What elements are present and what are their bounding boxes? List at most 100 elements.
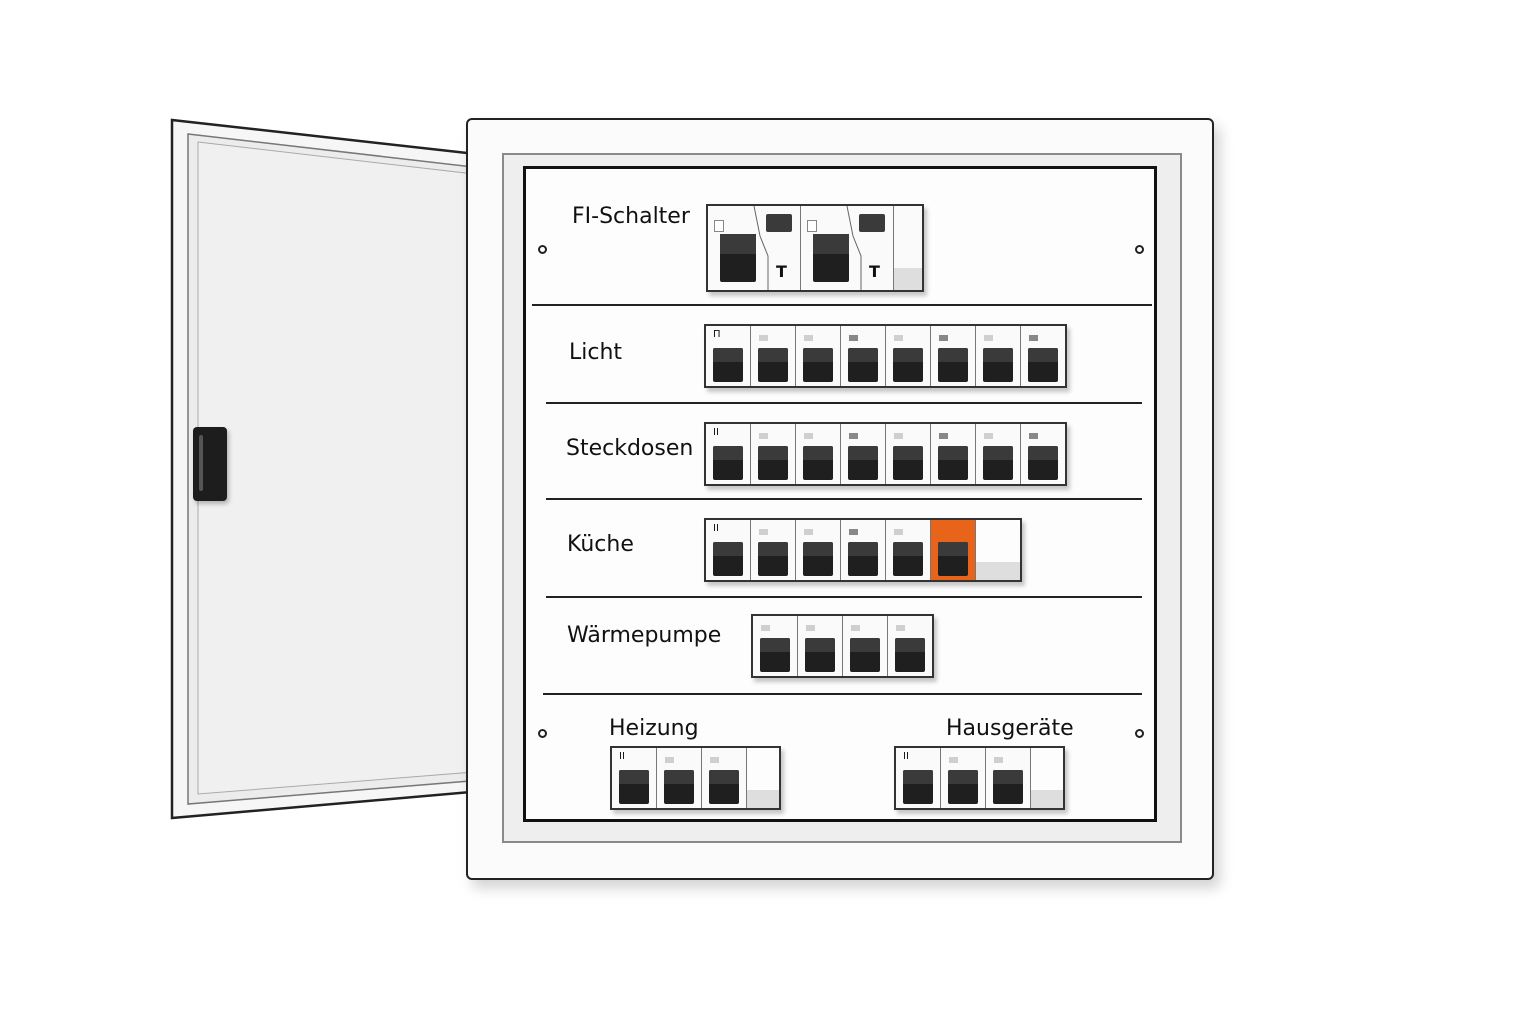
blank-cover (976, 520, 1020, 580)
breaker-toggle[interactable] (805, 638, 835, 672)
breaker-toggle[interactable] (760, 638, 790, 672)
rcd-indicator (766, 214, 792, 232)
breaker-mark: II (713, 427, 719, 438)
breaker-toggle[interactable] (938, 348, 968, 382)
breaker[interactable] (931, 326, 976, 386)
rcd-lever[interactable] (813, 234, 849, 282)
breaker-mark: II (713, 523, 719, 534)
screw (1135, 245, 1144, 254)
breaker-toggle[interactable] (903, 770, 933, 804)
breaker-toggle[interactable] (893, 542, 923, 576)
breaker-toggle[interactable] (848, 542, 878, 576)
breaker[interactable] (798, 616, 843, 676)
breaker-toggle[interactable] (848, 446, 878, 480)
kueche-breaker-row: II (704, 518, 1022, 582)
breaker[interactable] (1021, 424, 1065, 484)
breaker[interactable] (753, 616, 798, 676)
breaker-toggle[interactable] (938, 542, 968, 576)
rcd-divider-line (753, 206, 769, 290)
breaker-toggle[interactable] (1028, 348, 1058, 382)
breaker[interactable]: Π (706, 326, 751, 386)
breaker-toggle[interactable] (848, 348, 878, 382)
tripped-breaker[interactable] (931, 520, 976, 580)
breaker-mark (984, 433, 993, 439)
breaker[interactable] (976, 326, 1021, 386)
row-divider (546, 596, 1142, 598)
breaker-toggle[interactable] (713, 446, 743, 480)
breaker-toggle[interactable] (803, 542, 833, 576)
breaker[interactable] (796, 520, 841, 580)
breaker[interactable] (751, 520, 796, 580)
breaker[interactable] (841, 326, 886, 386)
breaker[interactable] (1021, 326, 1065, 386)
breaker-mark (849, 433, 858, 439)
breaker[interactable] (886, 424, 931, 484)
door-handle[interactable] (193, 427, 227, 501)
breaker-mark (994, 757, 1003, 763)
breaker-toggle[interactable] (713, 348, 743, 382)
breaker[interactable] (941, 748, 986, 808)
breaker[interactable] (751, 326, 796, 386)
breaker-toggle[interactable] (709, 770, 739, 804)
breaker-toggle[interactable] (938, 446, 968, 480)
breaker-toggle[interactable] (713, 542, 743, 576)
breaker-mark (939, 433, 948, 439)
breaker[interactable] (796, 326, 841, 386)
breaker[interactable] (843, 616, 888, 676)
breaker-toggle[interactable] (803, 446, 833, 480)
breaker[interactable]: II (896, 748, 941, 808)
licht-breaker-row: Π (704, 324, 1067, 388)
rcd-test-label: T (869, 262, 880, 281)
breaker[interactable] (888, 616, 932, 676)
breaker[interactable] (657, 748, 702, 808)
breaker-toggle[interactable] (619, 770, 649, 804)
breaker-mark (759, 433, 768, 439)
breaker[interactable] (886, 520, 931, 580)
rcd-test-label: T (776, 262, 787, 281)
breaker-toggle[interactable] (803, 348, 833, 382)
rcd-switch-2[interactable]: T (801, 206, 894, 290)
breaker-mark: II (619, 751, 625, 762)
breaker[interactable] (976, 424, 1021, 484)
breaker[interactable]: II (612, 748, 657, 808)
label-fi-schalter: FI-Schalter (572, 204, 690, 229)
breaker-toggle[interactable] (893, 446, 923, 480)
breaker[interactable] (886, 326, 931, 386)
breaker-toggle[interactable] (850, 638, 880, 672)
breaker[interactable] (796, 424, 841, 484)
blank-cover (747, 748, 779, 808)
breaker-toggle[interactable] (758, 542, 788, 576)
breaker[interactable] (986, 748, 1031, 808)
breaker-toggle[interactable] (895, 638, 925, 672)
breaker[interactable]: II (706, 520, 751, 580)
breaker[interactable] (931, 424, 976, 484)
rcd-switch-1[interactable]: T (708, 206, 801, 290)
cabinet-door[interactable] (170, 118, 498, 820)
breaker-toggle[interactable] (664, 770, 694, 804)
breaker-toggle[interactable] (893, 348, 923, 382)
breaker-mark: Π (713, 329, 721, 340)
breaker-toggle[interactable] (983, 348, 1013, 382)
breaker-toggle[interactable] (983, 446, 1013, 480)
label-waermepumpe: Wärmepumpe (567, 623, 722, 648)
label-hausgeraete: Hausgeräte (946, 716, 1074, 741)
breaker-toggle[interactable] (758, 348, 788, 382)
breaker-mark (665, 757, 674, 763)
breaker-toggle[interactable] (1028, 446, 1058, 480)
breaker[interactable] (751, 424, 796, 484)
breaker[interactable] (841, 424, 886, 484)
breaker-toggle[interactable] (993, 770, 1023, 804)
breaker[interactable]: II (706, 424, 751, 484)
rcd-divider-line (846, 206, 862, 290)
breaker[interactable] (841, 520, 886, 580)
rcd-lever[interactable] (720, 234, 756, 282)
breaker-toggle[interactable] (948, 770, 978, 804)
row-divider (546, 498, 1142, 500)
row-divider (543, 693, 1142, 695)
breaker-mark (804, 529, 813, 535)
door-panel (170, 118, 496, 820)
breaker-toggle[interactable] (758, 446, 788, 480)
breaker-mark (759, 529, 768, 535)
breaker[interactable] (702, 748, 747, 808)
breaker-mark (759, 335, 768, 341)
